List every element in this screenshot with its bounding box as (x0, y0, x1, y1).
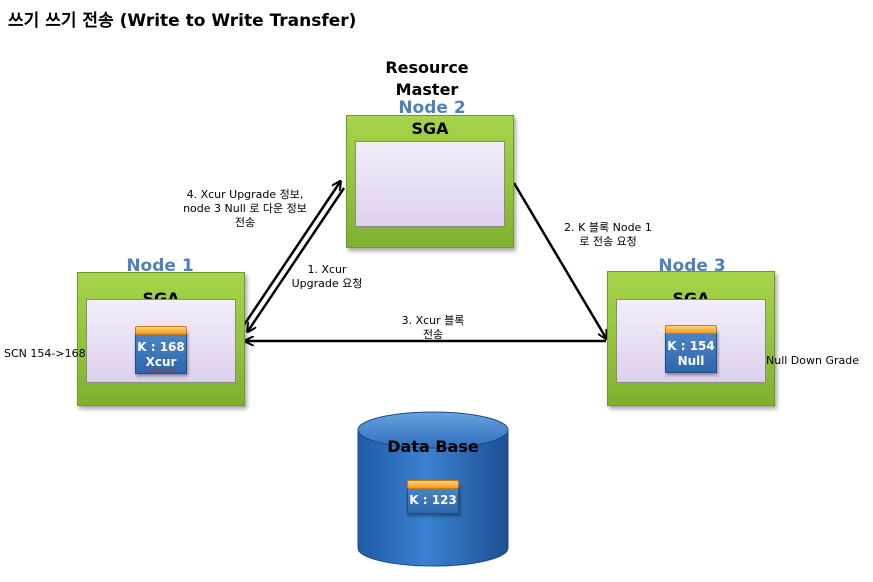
database-block-key: K : 123 (409, 493, 457, 507)
step2-label: 2. K 블록 Node 1 로 전송 요청 (548, 221, 668, 249)
node3-block-key: K : 154 (667, 339, 715, 353)
step4-line2: node 3 Null 로 다운 정보 (183, 202, 307, 215)
step4-line3: 전송 (234, 216, 256, 229)
step1-line2: Upgrade 요청 (291, 277, 363, 290)
resource-master-label: Resource Master (385, 58, 469, 99)
node1-label: Node 1 (126, 256, 194, 276)
node1-box: SGA K : 168 Xcur (77, 272, 245, 406)
scn-note: SCN 154->168 (4, 347, 86, 360)
step3-label: 3. Xcur 블록 전송 (383, 314, 483, 342)
step1-line1: 1. Xcur (307, 263, 347, 276)
database-block-cap (407, 480, 459, 489)
node3-box: SGA K : 154 Null (607, 271, 775, 406)
database-label: Data Base (387, 437, 479, 456)
node3-block: K : 154 Null (665, 325, 717, 373)
step4-label: 4. Xcur Upgrade 정보, node 3 Null 로 다운 정보 … (160, 188, 330, 230)
node2-box: SGA (346, 115, 514, 248)
step3-line2: 전송 (422, 328, 444, 341)
step4-line1: 4. Xcur Upgrade 정보, (186, 188, 304, 201)
node1-block-key: K : 168 (137, 340, 185, 354)
arrow-step2 (512, 182, 606, 338)
node3-block-state: Null (677, 354, 705, 368)
node2-sga: SGA (355, 119, 505, 227)
step1-label: 1. Xcur Upgrade 요청 (277, 263, 377, 291)
node1-block-cap (135, 326, 187, 335)
node1-block-state: Xcur (145, 355, 177, 369)
node2-sga-label: SGA (411, 119, 449, 138)
arrow-step1 (242, 182, 340, 326)
step2-line2: 로 전송 요청 (579, 235, 637, 248)
node3-block-cap (665, 325, 717, 334)
step3-line1: 3. Xcur 블록 (401, 314, 465, 327)
step2-line1: 2. K 블록 Node 1 (564, 221, 652, 234)
database-block: K : 123 (407, 480, 459, 514)
null-downgrade-note: Null Down Grade (766, 354, 860, 367)
page-title: 쓰기 쓰기 전송 (Write to Write Transfer) (8, 11, 357, 31)
arrow-step4 (248, 187, 346, 331)
node1-block: K : 168 Xcur (135, 326, 187, 374)
node2-label: Node 2 (398, 98, 466, 118)
